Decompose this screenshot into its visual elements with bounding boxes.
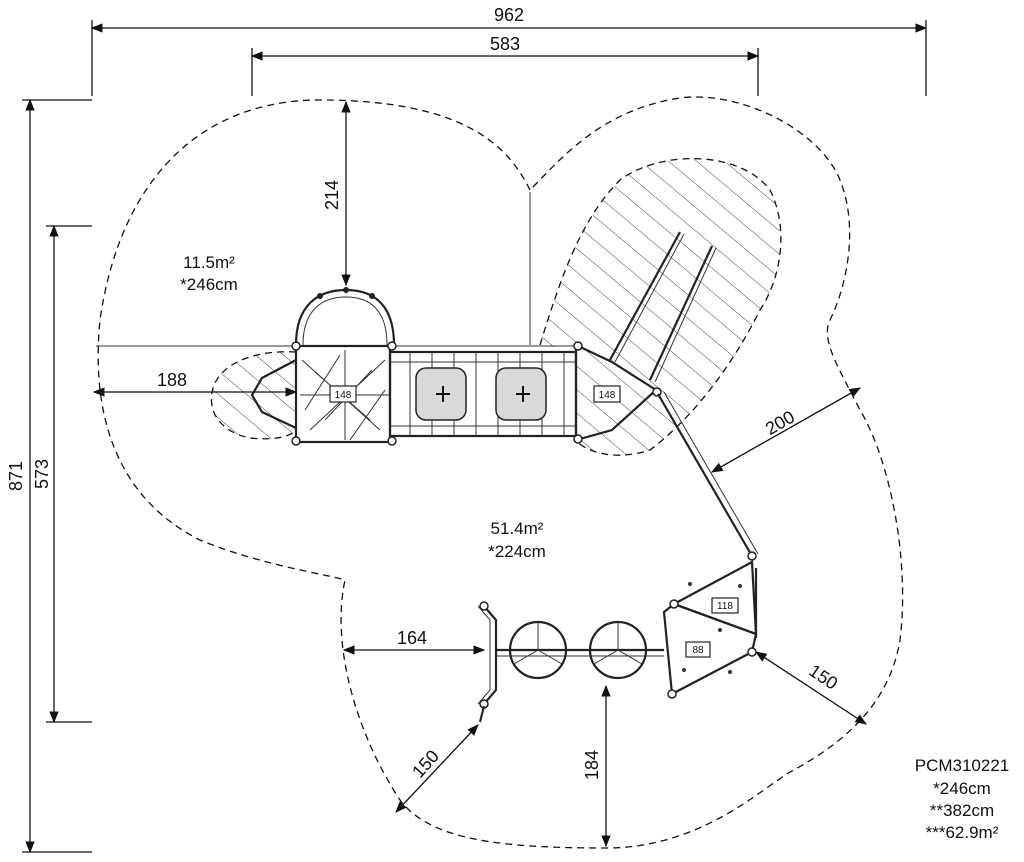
area-label-small: 11.5m² *246cm [180,253,238,294]
product-code: PCM310221 [915,756,1010,775]
safety-zone-outline [97,96,904,849]
bridge-section [388,350,578,438]
deck-tag-88: 88 [692,645,704,656]
dimension-184-label: 184 [582,750,602,780]
dimension-150-left: 150 [395,724,479,813]
dimension-164: 164 [342,628,486,655]
dimension-214: 214 [322,100,351,287]
dimension-150-right: 150 [755,651,867,725]
arch-climber [294,287,396,346]
dimension-573-label: 573 [32,459,52,489]
dimension-871-label: 871 [6,461,26,491]
dimension-871: 871 [6,98,92,854]
info-line-3: ***62.9m² [926,823,999,842]
hatched-zone-right [539,158,782,456]
deck-tag-118: 118 [717,601,733,612]
dimension-573: 573 [32,224,92,724]
info-block: PCM310221 *246cm **382cm ***62.9m² [915,756,1010,842]
deck-posts [291,341,397,446]
dimension-188-label: 188 [157,370,187,390]
dimension-214-label: 214 [322,180,342,210]
dimension-184: 184 [582,684,611,848]
main-area-height: *224cm [488,542,546,561]
dimension-200: 200 [710,387,862,473]
deck-tag-left: 148 [335,390,352,401]
dimension-200-label: 200 [762,407,798,439]
wheel-bridge [477,601,664,723]
dimension-583-label: 583 [490,34,520,54]
dimension-962: 962 [90,5,928,96]
dimension-164-label: 164 [397,628,427,648]
dimension-583: 583 [250,34,760,96]
dimension-150-left-label: 150 [408,746,443,782]
diagonal-beam [657,391,759,561]
climbing-rails [609,231,717,383]
hatched-zone-left [210,351,297,440]
dimension-962-label: 962 [494,5,524,25]
area-label-main: 51.4m² *224cm [488,519,546,561]
info-line-2: **382cm [930,801,994,820]
main-area-value: 51.4m² [491,519,544,538]
small-area-value: 11.5m² [183,253,235,272]
dimension-150-right-label: 150 [805,660,841,693]
deck-lower-right: 118 88 [662,560,758,699]
deck-tag-right: 148 [599,390,616,401]
info-line-1: *246cm [933,779,991,798]
deck-right: 148 [573,341,662,444]
small-area-height: *246cm [180,275,238,294]
dimension-188: 188 [92,370,298,397]
